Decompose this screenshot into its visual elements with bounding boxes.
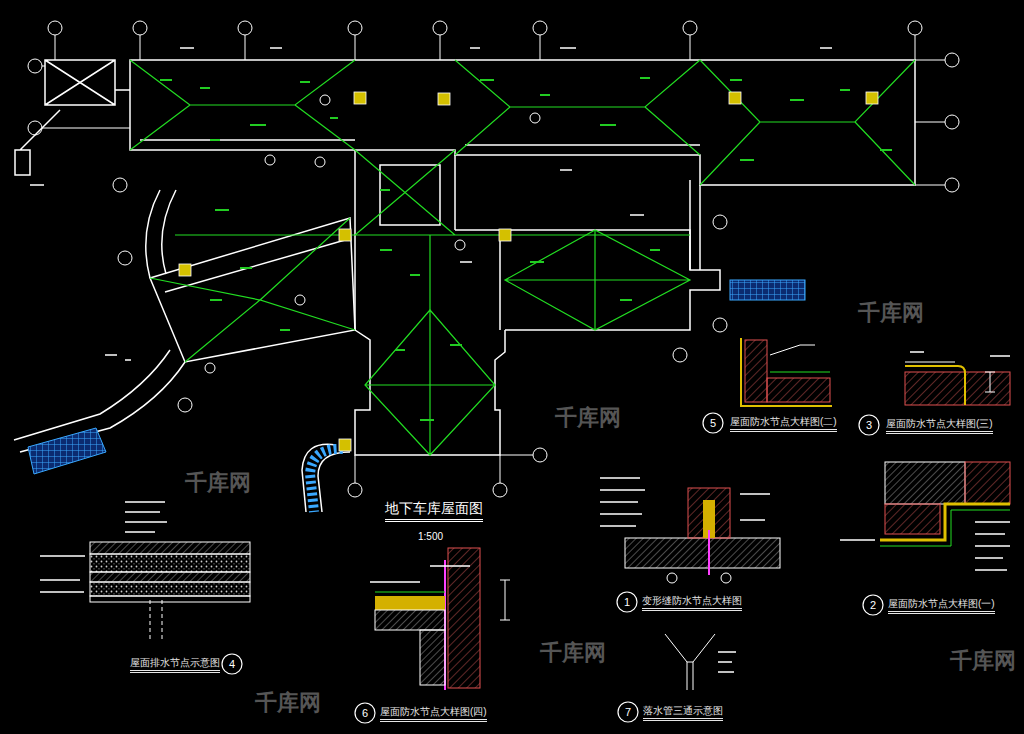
callout-circle: 7 [617,701,639,723]
detail-drawing [40,502,250,640]
callout-circle: 5 [702,412,724,434]
roof-ridges [130,60,915,455]
detail-title: 屋面防水节点大样图(二) [730,416,837,432]
ramp-hatch [730,280,805,300]
callout-number: 1 [624,597,630,608]
detail-drawing [600,478,780,583]
detail-drawing [840,462,1010,570]
roof-drains [179,92,878,451]
callout-circle: 2 [862,594,884,616]
detail-drawing [665,634,736,690]
watermark: 千库网 [858,300,924,326]
detail-title: 屋面防水节点大样图(三) [886,418,993,434]
pipe-symbols [205,95,540,373]
callout-number: 6 [362,708,368,719]
note-marks [160,78,892,420]
detail-drawing [370,548,510,690]
callout-number: 5 [710,418,716,429]
detail-drawing [905,352,1010,405]
callout-number: 3 [866,420,872,431]
callout-circle: 3 [858,414,880,436]
detail-title: 屋面排水节点示意图 [130,657,220,673]
callout-number: 4 [229,659,235,670]
drawing-title: 地下车库屋面图 [385,500,483,522]
watermark: 千库网 [540,640,606,666]
watermark: 千库网 [185,470,251,496]
callout-circle: 1 [616,591,638,613]
detail-drawing [741,338,832,406]
callout-circle: 4 [221,653,243,675]
ramp-hatch [28,428,106,474]
callout-circle: 6 [354,702,376,724]
scale-note: 1:500 [418,531,443,543]
detail-title: 屋面防水节点大样图(四) [380,706,487,722]
ramp-hatch [310,449,343,512]
callout-number: 2 [870,600,876,611]
watermark: 千库网 [950,648,1016,674]
note-marks [30,48,832,360]
plan-outline [14,60,915,512]
detail-title: 落水管三通示意图 [643,705,723,721]
detail-title: 变形缝防水节点大样图 [642,595,742,611]
watermark: 千库网 [555,405,621,431]
callout-number: 7 [625,707,631,718]
axis-bubbles [28,21,959,497]
detail-title: 屋面防水节点大样图(一) [888,598,995,614]
watermark: 千库网 [255,690,321,716]
